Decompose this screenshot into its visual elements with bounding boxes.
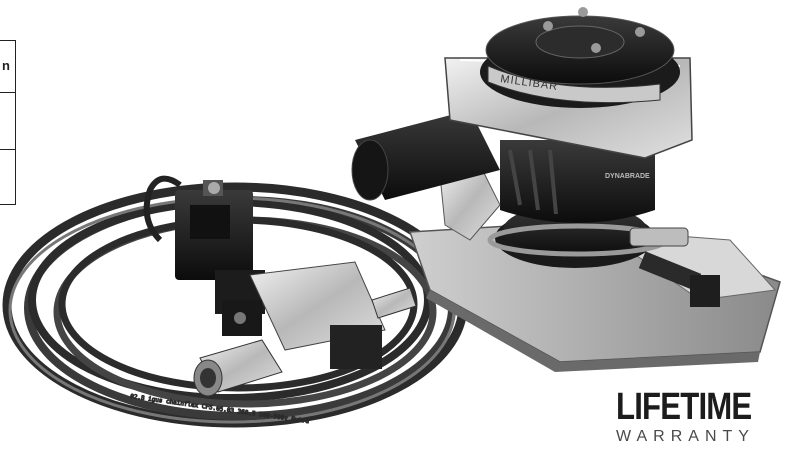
table-row: n [0,41,15,93]
solenoid-coil [175,180,265,314]
motor-label: DYNABRADE [605,173,650,180]
lifetime-warranty-badge: LIFETIME WARRANTY [616,388,781,446]
exhaust-tube [351,110,500,201]
warranty-line1: LIFETIME [616,386,752,428]
power-cable [143,175,182,243]
table-header-fragment: n [2,58,10,73]
partial-table-edge: n [0,40,16,205]
motor-housing: DYNABRADE [500,140,655,223]
warranty-line2: WARRANTY [616,428,755,445]
table-row [0,150,15,203]
table-row [0,93,15,150]
quick-coupler-left [193,339,283,397]
valve-body [222,261,386,369]
rubber-boot [487,204,689,268]
quick-coupler-right [371,287,417,319]
